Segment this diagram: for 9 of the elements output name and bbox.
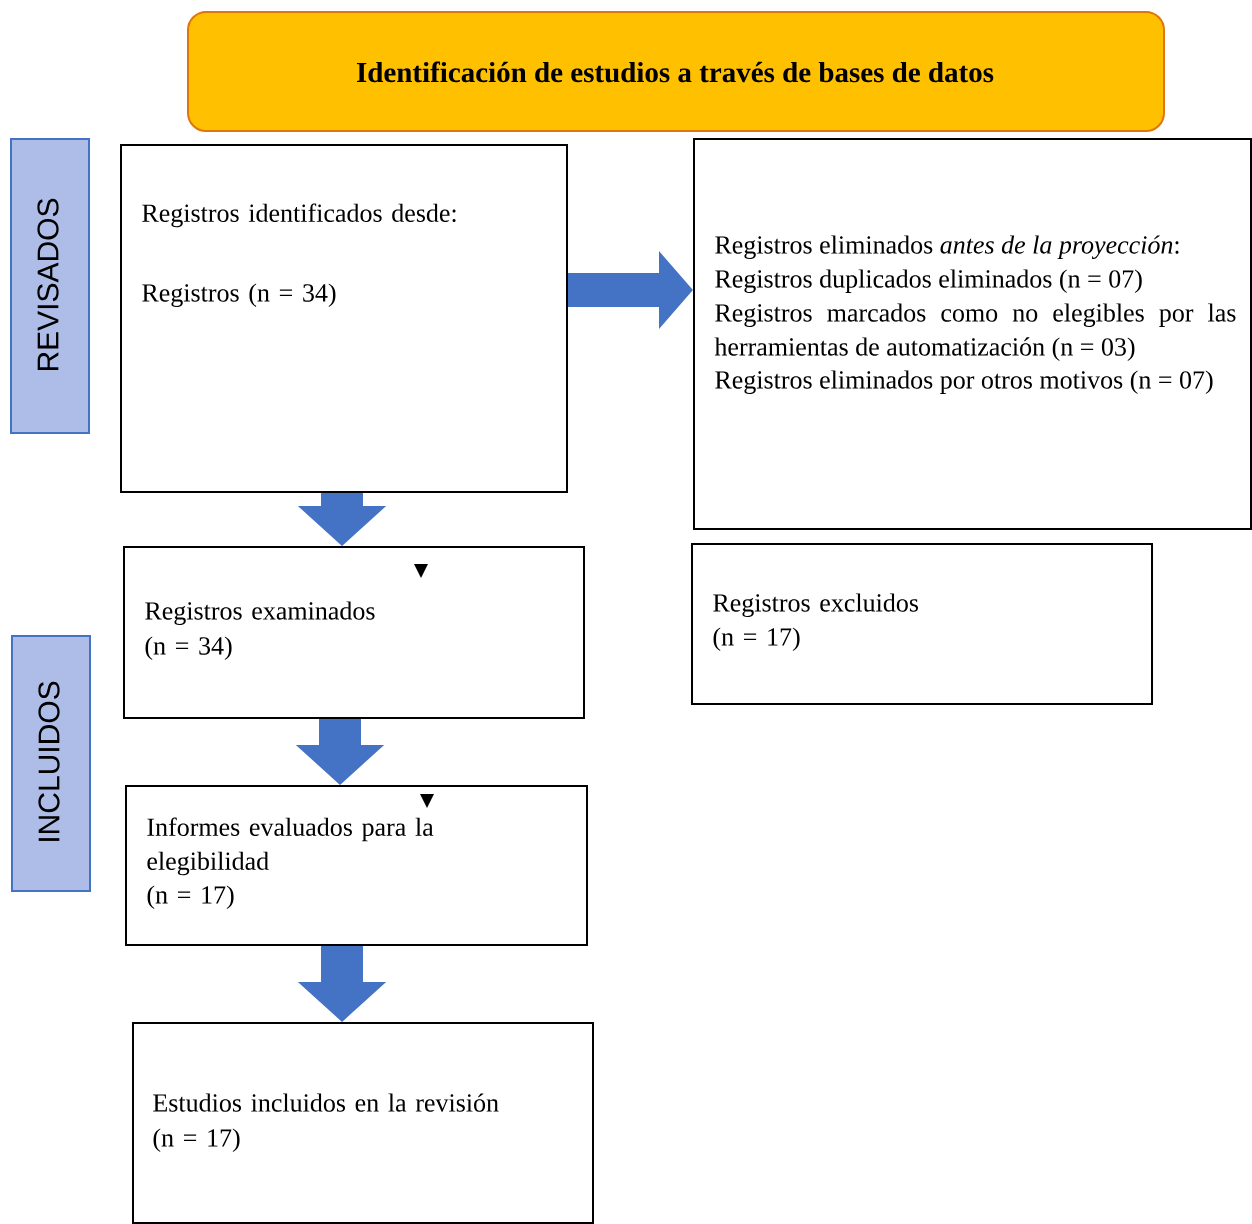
process-box: Registros excluidos (n = 17) [691, 543, 1153, 705]
process-box: Registros examinados (n = 34) [123, 546, 585, 719]
process-box: Registros eliminados antes de la proyección: Registros duplicados eliminados (n = 07) Registros marcados como no elegibles por las herramientas de automatización (n = 03) Registros eliminados por otros motivos (n = 07) [693, 138, 1252, 530]
header-band: Identificación de estudios a través de bases de datos [187, 11, 1165, 132]
side-band: REVISADOS [10, 138, 90, 434]
side-band: INCLUIDOS [11, 635, 91, 892]
process-box: Informes evaluados para la elegibilidad (n = 17) [125, 785, 588, 946]
process-box: Estudios incluidos en la revisión (n = 17) [132, 1022, 594, 1224]
process-box: Registros identificados desde: Registros (n = 34) [120, 144, 568, 493]
